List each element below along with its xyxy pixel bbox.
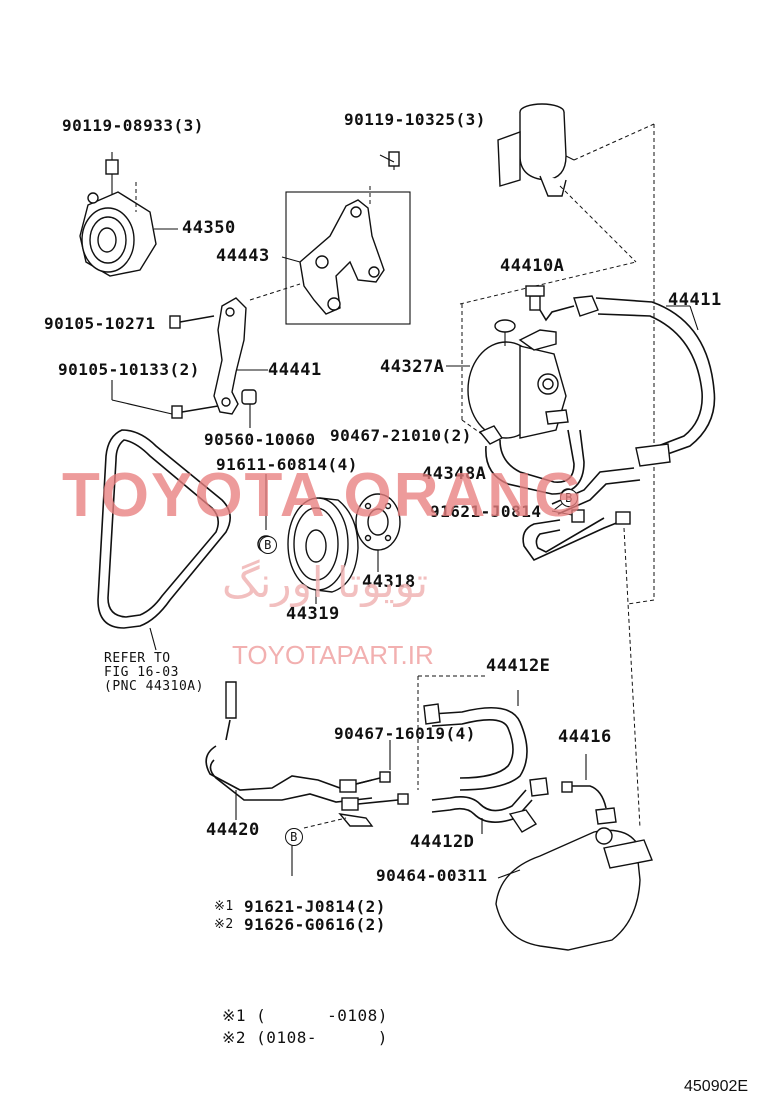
watermark-url: TOYOTAPART.IR	[232, 640, 434, 670]
pump-drawing	[446, 261, 637, 495]
label-clamp-90464: 90464-00311	[376, 866, 488, 885]
label-bolt-top-right: 90119-10325(3)	[344, 110, 486, 129]
label-pulley-44319: 44319	[286, 604, 340, 624]
label-nut-91611: 91611-60814(4)	[216, 455, 358, 474]
label-pressure-hose: 44411	[668, 290, 722, 310]
label-bolt-top-left: 90119-08933(3)	[62, 116, 204, 135]
range-note-2: ※2 (0108- )	[222, 1028, 388, 1047]
tube-44420-drawing	[205, 681, 409, 829]
steering-gear-drawing	[495, 827, 653, 951]
label-reservoir-union: 44410A	[500, 256, 565, 276]
watermark-main: TOYOTA ORANG	[62, 461, 585, 530]
label-tube-44416: 44416	[558, 727, 612, 747]
label-bolt-90105-10133: 90105-10133(2)	[58, 360, 200, 379]
label-refer-line3: (PNC 44310A)	[104, 679, 204, 694]
note1-mark: ※1	[214, 899, 234, 914]
note2-part: 91626-G0616(2)	[244, 915, 386, 934]
label-tube-44420: 44420	[206, 820, 260, 840]
reservoir-drawing	[497, 103, 655, 263]
label-refer-line1: REFER TO	[104, 651, 171, 666]
idler-pulley-drawing	[79, 152, 178, 277]
label-hose-44412d: 44412D	[410, 832, 475, 852]
note2-mark: ※2	[214, 917, 234, 932]
label-refer-line2: FIG 16-03	[104, 665, 179, 680]
pressure-hose-drawing	[573, 124, 716, 605]
label-idler-pulley: 44350	[182, 218, 236, 238]
callout-b-lower: B	[285, 828, 303, 846]
note1-part: 91621-J0814(2)	[244, 897, 386, 916]
label-bracket-44441: 44441	[268, 360, 322, 380]
label-clip-90467-21010: 90467-21010(2)	[330, 426, 472, 445]
range-note-1: ※1 ( -0108)	[222, 1006, 388, 1025]
label-return-hose: 44412E	[486, 656, 551, 676]
return-hose-drawing	[417, 675, 617, 834]
label-bolt-91621-top: 91621-J0814	[430, 502, 542, 521]
figure-number: 450902E	[684, 1078, 749, 1095]
label-plate-44318: 44318	[362, 572, 416, 592]
label-suction-hose: 44348A	[422, 464, 487, 484]
callout-b-tube: B	[560, 489, 578, 507]
label-collar: 90560-10060	[204, 430, 316, 449]
label-bracket-box: 44443	[216, 246, 270, 266]
bracket-box-drawing	[249, 151, 411, 325]
label-pump: 44327A	[380, 357, 445, 377]
bracket-44441-drawing	[111, 297, 268, 428]
callout-b-pulley: B	[259, 536, 277, 554]
label-clip-90467-16019: 90467-16019(4)	[334, 724, 476, 743]
watermark-persian: تویوتا اورنگ	[222, 558, 429, 607]
label-bolt-90105-10271: 90105-10271	[44, 314, 156, 333]
drive-belt-drawing	[97, 429, 231, 651]
